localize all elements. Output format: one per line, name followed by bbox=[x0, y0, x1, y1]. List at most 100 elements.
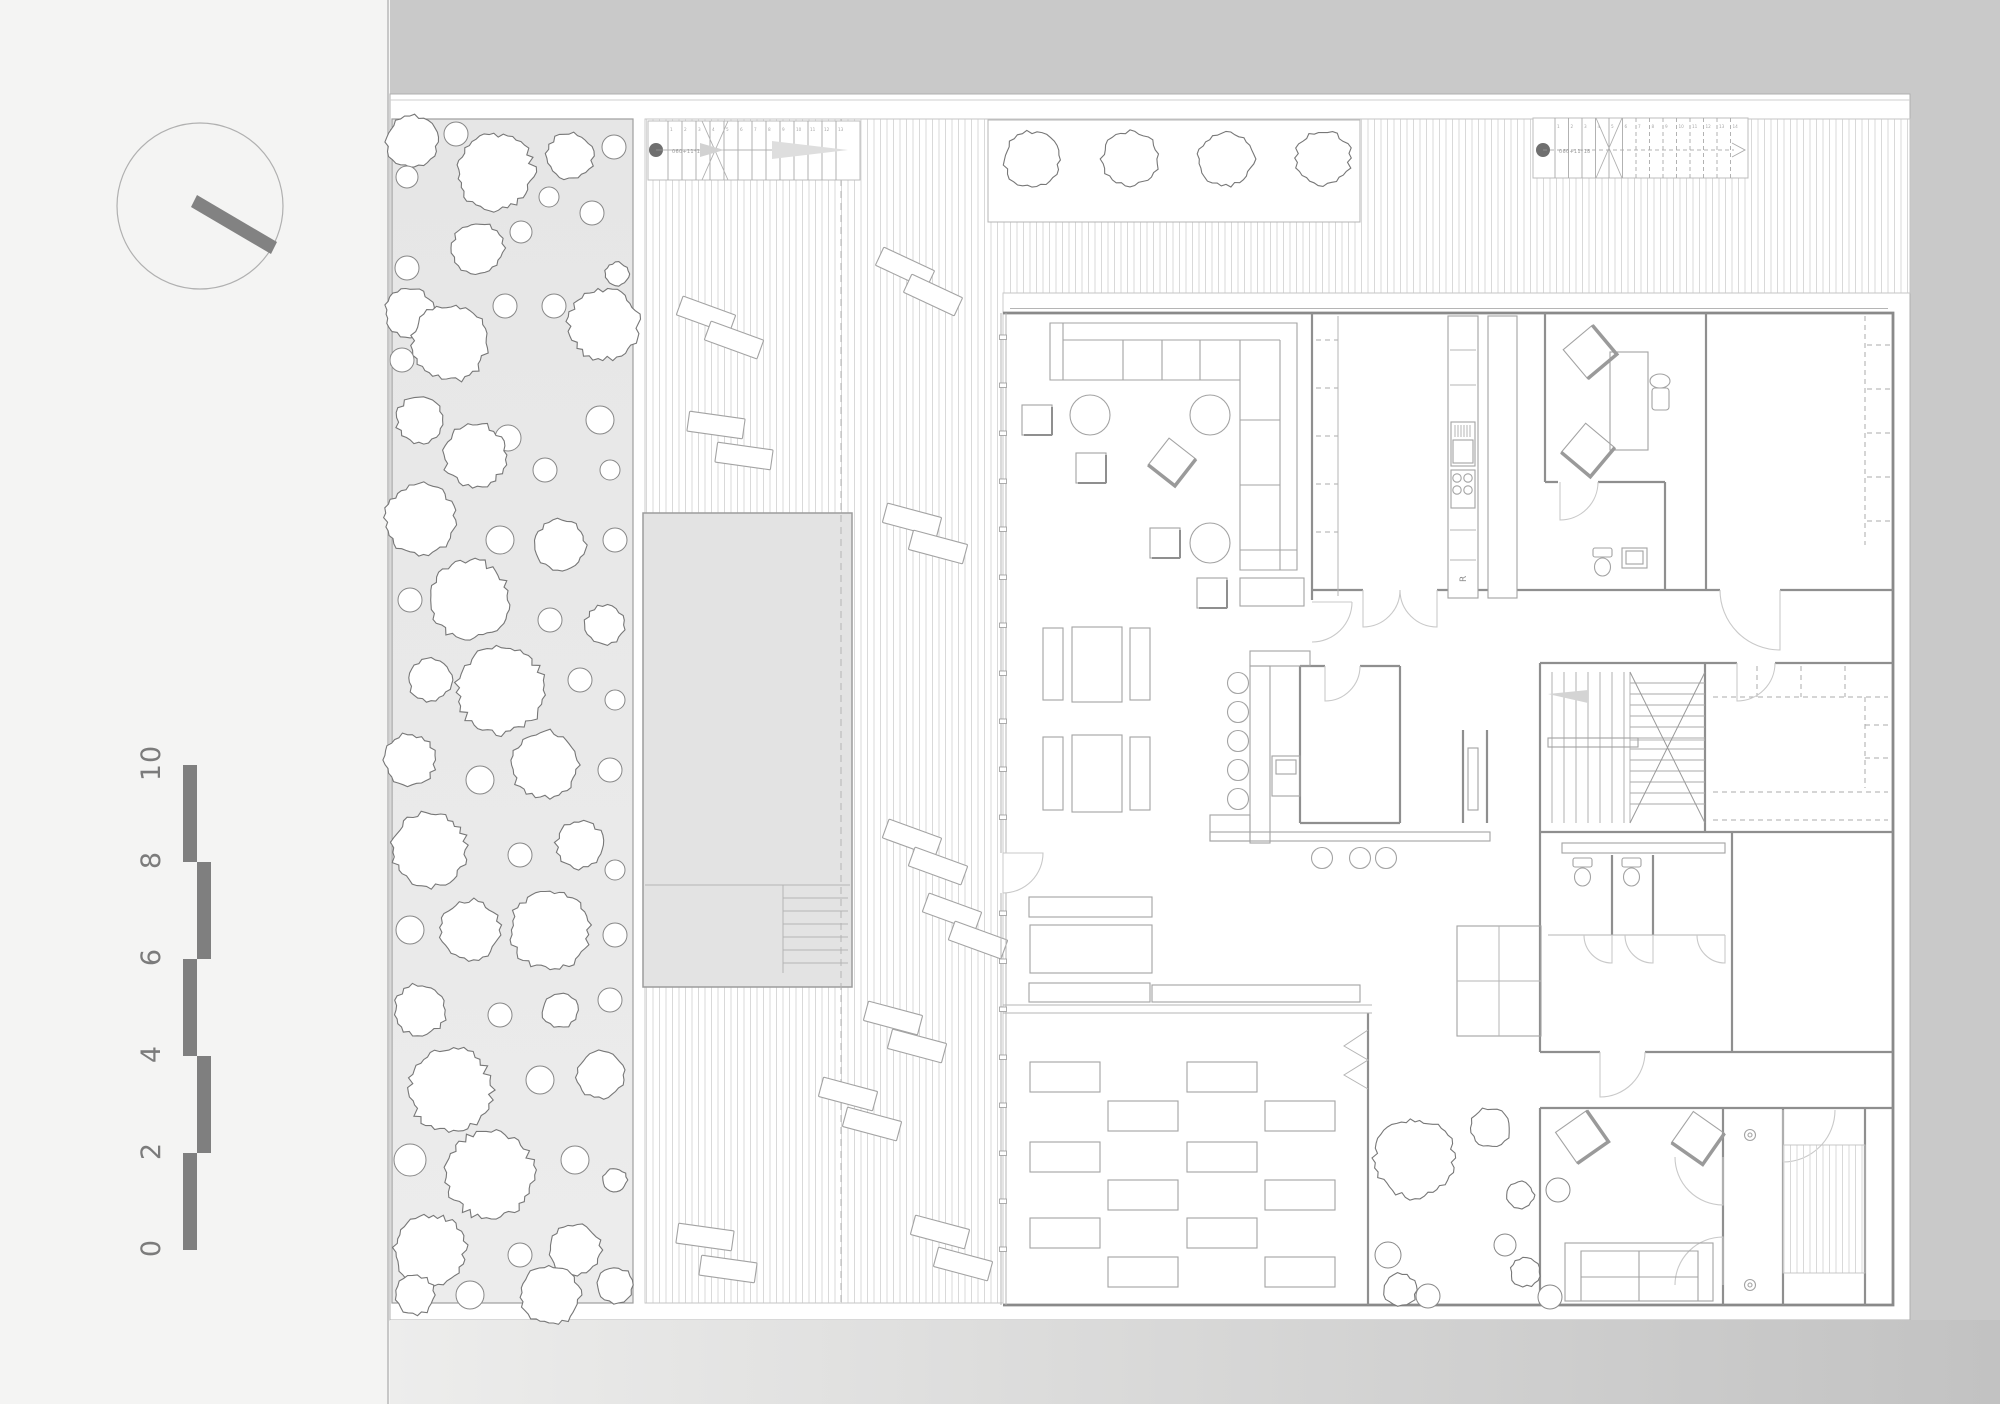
mullion bbox=[999, 766, 1007, 772]
door-swing bbox=[1559, 481, 1599, 521]
arrowhead bbox=[1731, 142, 1746, 158]
side-table-shadow bbox=[1078, 455, 1107, 484]
angled-chair bbox=[1670, 1110, 1726, 1167]
pool-steps bbox=[645, 884, 850, 973]
tread-number: 12 bbox=[1706, 124, 1712, 129]
angled-chair-back bbox=[1586, 324, 1620, 381]
tree bbox=[548, 1223, 604, 1277]
door-swing bbox=[1736, 662, 1776, 702]
stool bbox=[1226, 700, 1250, 724]
door-closer-symbols bbox=[1743, 1128, 1757, 1292]
toilet-bowl bbox=[1573, 867, 1592, 887]
mullion bbox=[999, 718, 1007, 724]
courtyard-tree bbox=[1371, 1118, 1457, 1201]
fridge-label: R bbox=[1459, 576, 1469, 582]
ping-pong-table bbox=[1456, 925, 1542, 1037]
sun-lounger bbox=[948, 920, 1008, 960]
tread-number: 11 bbox=[810, 127, 816, 132]
tree bbox=[533, 517, 588, 572]
tread-number: 5 bbox=[726, 127, 729, 132]
toilet-tank bbox=[1572, 857, 1593, 868]
tree bbox=[391, 1213, 469, 1289]
burner bbox=[1463, 473, 1473, 483]
scale-bar-segment bbox=[197, 862, 211, 959]
sun-lounger bbox=[882, 818, 942, 858]
toilets bbox=[1572, 547, 1642, 887]
courtyard-tree bbox=[1374, 1241, 1402, 1269]
planter-trees bbox=[1002, 129, 1352, 188]
tree bbox=[599, 459, 621, 481]
tree bbox=[601, 134, 627, 160]
sun-lounger bbox=[908, 529, 968, 565]
mullion bbox=[999, 526, 1007, 532]
glazed-wall-mullions bbox=[999, 334, 1007, 1252]
mullion bbox=[999, 430, 1007, 436]
planter-tree bbox=[1196, 130, 1257, 188]
work-table bbox=[1107, 1256, 1179, 1288]
stool bbox=[1374, 846, 1398, 870]
burner bbox=[1452, 485, 1462, 495]
sun-lounger bbox=[887, 1028, 947, 1064]
tree bbox=[397, 587, 423, 613]
gray-band-bottom bbox=[390, 1320, 2000, 1404]
door-swing bbox=[1583, 934, 1613, 964]
tree bbox=[510, 728, 581, 800]
courtyard-tree bbox=[1469, 1107, 1510, 1148]
tread-number: 1 bbox=[1557, 124, 1560, 129]
tree bbox=[509, 890, 593, 971]
tread-number: 13 bbox=[838, 127, 844, 132]
scale-bar-segment bbox=[183, 1153, 197, 1250]
tree bbox=[438, 897, 503, 963]
courtyard-tree bbox=[1537, 1284, 1563, 1310]
scale-label-8: 8 bbox=[136, 851, 167, 869]
tree bbox=[450, 223, 507, 276]
sun-lounger bbox=[903, 273, 963, 317]
scale-label-10: 10 bbox=[136, 745, 167, 781]
bathrooms bbox=[1561, 547, 1726, 887]
desk bbox=[1609, 351, 1649, 451]
door-swing bbox=[1399, 589, 1438, 628]
side-table-shadow bbox=[1024, 407, 1053, 436]
scale-bar-segment bbox=[183, 765, 197, 862]
tree bbox=[583, 603, 626, 647]
pouf bbox=[1189, 394, 1231, 436]
classroom-wall bbox=[1003, 1004, 1372, 1014]
bottom-right-suite bbox=[1564, 1128, 1866, 1302]
sun-lounger bbox=[698, 1254, 758, 1284]
tree bbox=[384, 113, 440, 168]
deck-hatch-area bbox=[644, 118, 1911, 1304]
door-swing bbox=[1324, 665, 1361, 702]
tree bbox=[485, 525, 515, 555]
mullion bbox=[999, 670, 1007, 676]
scale-bar-segment bbox=[183, 959, 197, 1056]
sofa-l-shaped bbox=[1049, 322, 1298, 571]
pool-basin bbox=[642, 512, 853, 988]
work-table bbox=[1107, 1179, 1179, 1211]
sun-lounger bbox=[882, 502, 942, 538]
north-arrow-icon bbox=[116, 122, 284, 290]
stool bbox=[1226, 787, 1250, 811]
door-swing bbox=[1599, 1051, 1646, 1098]
toilet-tank bbox=[1621, 857, 1642, 868]
tread-number: 4 bbox=[1598, 124, 1601, 129]
toilet bbox=[1572, 857, 1593, 887]
classroom-tables bbox=[1029, 1061, 1336, 1288]
tree bbox=[443, 1128, 537, 1220]
mullion bbox=[999, 382, 1007, 388]
dining-sets bbox=[1042, 626, 1151, 813]
tree bbox=[509, 220, 533, 244]
door-closer-icon bbox=[1743, 1278, 1757, 1292]
tree bbox=[525, 1065, 555, 1095]
mullion bbox=[999, 1198, 1007, 1204]
kitchen-island bbox=[1209, 650, 1491, 870]
stair-note: 060+11*18 bbox=[672, 149, 704, 155]
sun-lounger bbox=[842, 1106, 902, 1142]
poufs bbox=[1069, 394, 1231, 564]
sun-lounger bbox=[863, 1000, 923, 1036]
tree bbox=[487, 1002, 513, 1028]
tread-number: 4 bbox=[712, 127, 715, 132]
scale-label-0: 0 bbox=[136, 1239, 167, 1257]
living-room bbox=[1021, 322, 1305, 609]
